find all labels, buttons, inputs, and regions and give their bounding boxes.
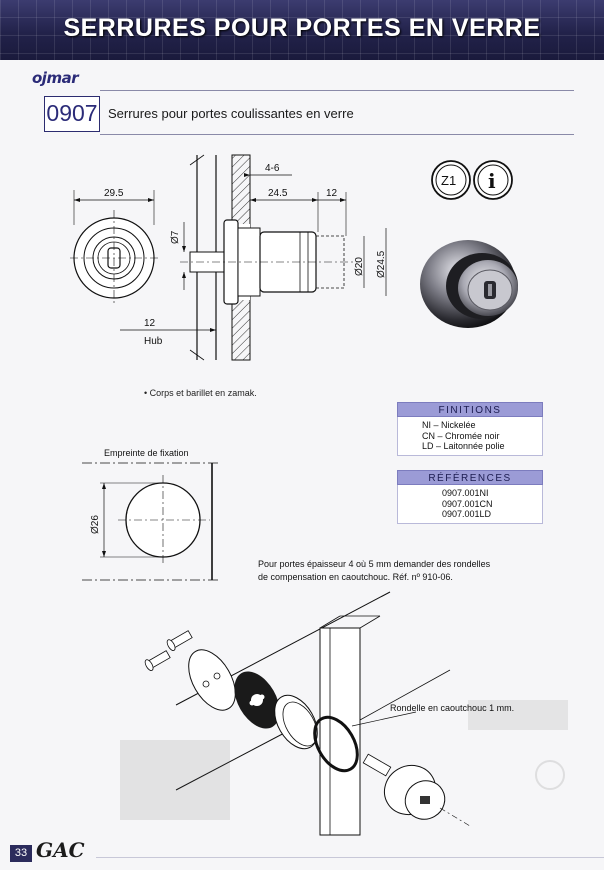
finition-item: NI – Nickelée <box>422 420 476 430</box>
page-title: SERRURES POUR PORTES EN VERRE <box>63 14 541 42</box>
brand-logo: ojmar <box>32 69 79 87</box>
feature-item: • Corps et barillet en zamak. <box>144 388 257 398</box>
z1-badge-label: Z1 <box>441 173 456 188</box>
references-list: 0907.001NI 0907.001CN 0907.001LD <box>397 485 543 524</box>
note-line-1: Pour portes épaisseur 4 où 5 mm demander… <box>258 559 491 569</box>
dim-d26: Ø26 <box>90 515 101 534</box>
exploded-assembly-drawing <box>144 591 471 836</box>
finition-item: LD – Laitonnée polie <box>422 441 505 451</box>
dim-12-top: 12 <box>326 188 338 199</box>
hub-label: Hub <box>144 336 163 347</box>
front-view-drawing <box>70 190 160 306</box>
finitions-list: NI – Nickelée CN – Chromée noir LD – Lai… <box>397 417 543 456</box>
info-icon-glyph: i <box>488 169 496 193</box>
side-view-drawing <box>120 154 387 361</box>
lock-product-photo <box>420 240 518 328</box>
rondelle-callout: Rondelle en caoutchouc 1 mm. <box>390 703 515 713</box>
dim-d7: Ø7 <box>170 230 181 244</box>
empreinte-drawing <box>82 462 220 581</box>
product-code: 0907 <box>44 96 100 132</box>
header-band: SERRURES POUR PORTES EN VERRE <box>0 0 604 60</box>
reference-item: 0907.001NI <box>442 488 489 498</box>
finition-item: CN – Chromée noir <box>422 430 500 441</box>
finitions-box: FINITIONS NI – Nickelée CN – Chromée noi… <box>397 402 543 456</box>
info-icon <box>473 160 513 200</box>
dim-d24-5: Ø24.5 <box>376 250 387 278</box>
header-grid-pattern <box>0 0 604 60</box>
dim-d20: Ø20 <box>354 257 365 276</box>
finitions-heading: FINITIONS <box>397 402 543 417</box>
dim-12-hub: 12 <box>144 318 156 329</box>
dim-24-5: 24.5 <box>268 188 288 199</box>
empreinte-label: Empreinte de fixation <box>104 448 189 458</box>
reference-item: 0907.001LD <box>442 509 492 519</box>
divider-top <box>100 90 574 91</box>
reference-item: 0907.001CN <box>442 498 493 509</box>
product-title: Serrures pour portes coulissantes en ver… <box>108 106 354 121</box>
gac-logo: GAC <box>36 838 85 862</box>
divider-mid <box>100 134 574 135</box>
footer-rule <box>96 857 604 858</box>
page-number: 33 <box>10 845 32 862</box>
z1-badge <box>431 160 471 200</box>
dim-29-5: 29.5 <box>104 188 124 199</box>
references-heading: RÉFÉRENCES <box>397 470 543 485</box>
note-line-2: de compensation en caoutchouc. Réf. nº 9… <box>258 572 453 582</box>
background-ghost-print <box>120 700 568 820</box>
thickness-note: Pour portes épaisseur 4 où 5 mm demander… <box>258 558 558 584</box>
dim-4-6: 4-6 <box>265 163 280 174</box>
references-box: RÉFÉRENCES 0907.001NI 0907.001CN 0907.00… <box>397 470 543 524</box>
